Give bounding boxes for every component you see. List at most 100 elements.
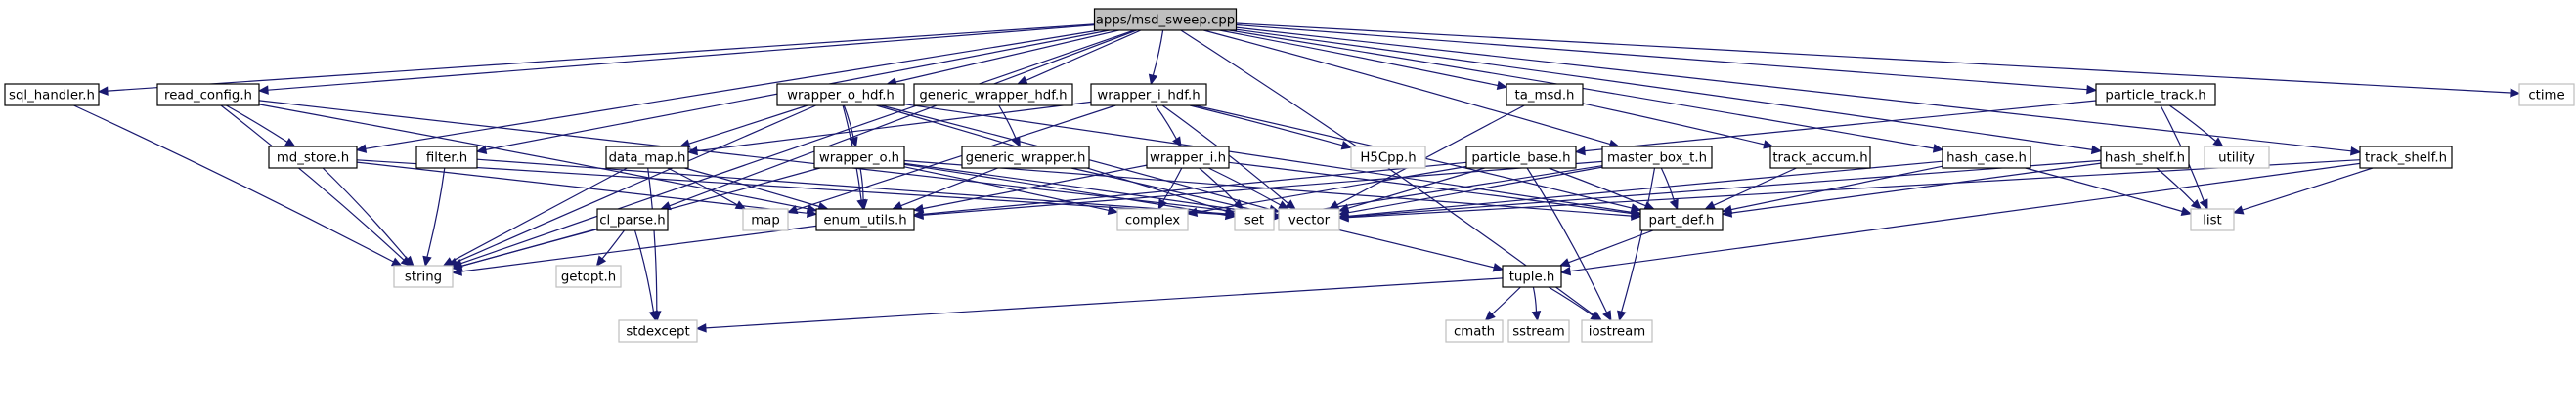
arrowhead-icon (355, 144, 368, 153)
arrowhead-icon (1492, 263, 1505, 272)
node-label: read_config.h (164, 89, 252, 104)
edge-line (1582, 103, 1765, 146)
node-box (618, 319, 698, 343)
edge-root-to-generic_wrapper_hdf (1016, 29, 1142, 85)
node-map: map (742, 208, 789, 231)
arrowhead-icon (1148, 73, 1158, 86)
edge-tuple-to-sstream (1531, 286, 1542, 322)
edge-md_store-to-enum_utils (356, 161, 818, 219)
arrowhead-icon (1574, 146, 1586, 156)
edge-track_shelf-to-list (2232, 167, 2374, 215)
node-wrapper-o-hdf[interactable]: wrapper_o_hdf.h (776, 83, 905, 106)
arrowhead-icon (1011, 136, 1021, 148)
node-box (4, 83, 100, 106)
arrowhead-icon (451, 267, 462, 276)
edge-line (267, 24, 1095, 91)
edge-line (1199, 167, 1238, 204)
node-track-accum[interactable]: track_accum.h (1769, 146, 1871, 169)
node-master-box-t[interactable]: master_box_t.h (1601, 146, 1713, 169)
node-box (2204, 146, 2270, 169)
arrowhead-icon (1107, 205, 1119, 216)
node-box (2359, 146, 2453, 169)
node-md-store[interactable]: md_store.h (268, 146, 358, 169)
node-particle-base[interactable]: particle_base.h (1465, 146, 1577, 169)
node-read-config[interactable]: read_config.h (156, 83, 260, 106)
edge-line (2168, 104, 2216, 142)
edge-line (1730, 165, 1943, 211)
node-iostream: iostream (1581, 319, 1653, 343)
arrowhead-icon (422, 255, 432, 268)
node-label: track_accum.h (1772, 151, 1867, 166)
edge-line (922, 161, 1467, 215)
node-label: iostream (1589, 325, 1645, 340)
edge-line (1584, 100, 2097, 152)
node-filter[interactable]: filter.h (415, 146, 478, 169)
edge-line (107, 23, 1095, 92)
edge-line (1162, 167, 1183, 202)
edge-line (859, 167, 864, 201)
edge-line (1208, 167, 1281, 206)
edge-line (1569, 162, 2361, 272)
edge-line (1155, 104, 1177, 140)
arrowhead-icon (734, 200, 747, 210)
node-box (415, 146, 478, 169)
node-box (555, 265, 622, 288)
node-label: stdexcept (626, 325, 689, 340)
node-wrapper-i-hdf[interactable]: wrapper_i_hdf.h (1090, 83, 1207, 106)
node-wrapper-i[interactable]: wrapper_i.h (1146, 146, 1230, 169)
node-label: wrapper_i.h (1150, 151, 1226, 166)
node-cl-parse[interactable]: cl_parse.h (596, 208, 669, 231)
node-hash-case[interactable]: hash_case.h (1942, 146, 2031, 169)
node-label: cl_parse.h (599, 214, 665, 229)
arrowhead-icon (849, 136, 858, 148)
node-enum-utils[interactable]: enum_utils.h (815, 208, 915, 231)
edge-hash_case-to-list (2025, 167, 2193, 217)
edge-filter-to-string (422, 167, 446, 268)
node-label: data_map.h (609, 151, 686, 166)
node-box (815, 208, 915, 231)
edge-line (1730, 162, 2102, 214)
edge-line (705, 277, 1504, 329)
node-wrapper-o[interactable]: wrapper_o.h (813, 146, 905, 169)
node-box (1146, 146, 1230, 169)
arrowhead-icon (2199, 198, 2208, 211)
edge-wrapper_i_hdf-to-data_map (686, 101, 1092, 156)
edge-line (1236, 23, 2088, 91)
node-ta-msd[interactable]: ta_msd.h (1506, 83, 1584, 106)
node-label: wrapper_i_hdf.h (1097, 89, 1200, 104)
node-tuple[interactable]: tuple.h (1502, 265, 1562, 288)
node-box (156, 83, 260, 106)
edge-line (1236, 28, 2093, 150)
node-particle-track[interactable]: particle_track.h (2095, 83, 2216, 106)
edge-line (1347, 159, 2102, 218)
edge-data_map-to-map (667, 167, 747, 210)
edge-line (1526, 167, 1608, 313)
arrowhead-icon (695, 323, 707, 333)
node-generic-wrapper[interactable]: generic_wrapper.h (961, 146, 1090, 169)
node-sql-handler[interactable]: sql_handler.h (4, 83, 100, 106)
node-box (2100, 146, 2190, 169)
node-box (605, 146, 689, 169)
node-data-map[interactable]: data_map.h (605, 146, 689, 169)
edge-wrapper_o_hdf-to-wrapper_o (843, 104, 858, 148)
edge-line (460, 29, 1135, 265)
node-box (1581, 319, 1653, 343)
arrowhead-icon (1559, 266, 1572, 276)
node-label: md_store.h (277, 151, 349, 166)
arrowhead-icon (1172, 136, 1182, 148)
node-box (742, 208, 789, 231)
edge-wrapper_o-to-enum_utils (858, 167, 868, 211)
node-root[interactable]: apps/msd_sweep.cpp (1093, 8, 1238, 31)
node-set: set (1234, 208, 1275, 231)
node-hash-shelf[interactable]: hash_shelf.h (2100, 146, 2190, 169)
node-box (2518, 83, 2575, 106)
node-track-shelf[interactable]: track_shelf.h (2359, 146, 2453, 169)
edge-wrapper_i-to-enum_utils (912, 164, 1148, 214)
arrowhead-icon (97, 86, 109, 96)
node-box (1601, 146, 1713, 169)
node-cmath: cmath (1445, 319, 1504, 343)
edge-line (1152, 29, 1164, 76)
node-part-def[interactable]: part_def.h (1639, 208, 1724, 231)
node-generic-wrapper-hdf[interactable]: generic_wrapper_hdf.h (913, 83, 1073, 106)
node-box (1116, 208, 1189, 231)
